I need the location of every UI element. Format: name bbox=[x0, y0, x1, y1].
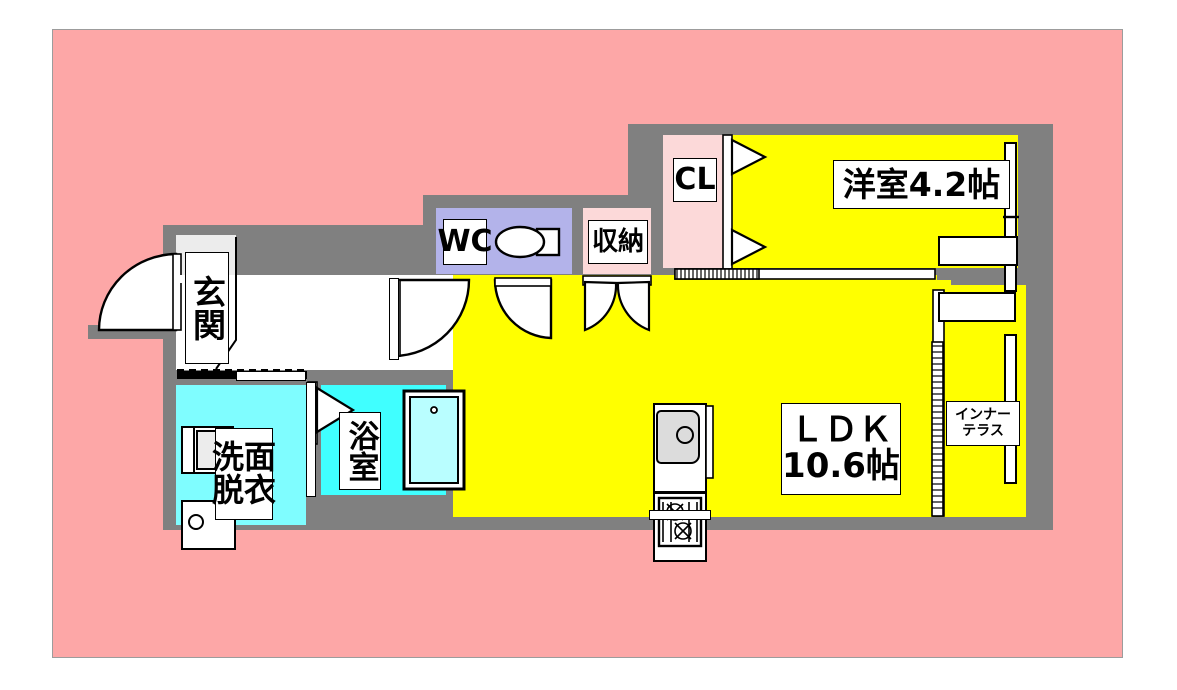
closet-doors[interactable] bbox=[722, 134, 768, 270]
kitchen-sink-icon bbox=[653, 403, 714, 493]
label-terrace-line1: インナー bbox=[955, 406, 1011, 423]
entrance-step-line bbox=[177, 369, 307, 371]
bedroom-window-east bbox=[1003, 142, 1019, 292]
hall-east-jamb bbox=[389, 278, 399, 360]
terrace-upper-opening bbox=[938, 292, 1016, 322]
label-entrance: 玄関 bbox=[185, 252, 229, 364]
toilet-icon bbox=[494, 225, 561, 259]
storage-doors[interactable] bbox=[581, 275, 653, 334]
washroom-door-panel bbox=[236, 371, 306, 381]
label-bathroom: 浴室 bbox=[339, 412, 381, 490]
label-bedroom: 洋室4.2帖 bbox=[833, 160, 1010, 209]
bathroom-door-jamb bbox=[306, 382, 316, 497]
stove-burner-icon bbox=[653, 492, 707, 562]
terrace-sliding-door[interactable] bbox=[929, 289, 947, 517]
label-storage: 収納 bbox=[588, 220, 648, 264]
bedroom-sliding-door[interactable] bbox=[674, 266, 936, 282]
label-washroom-line1: 洗面 bbox=[212, 438, 277, 477]
ldk-window-south bbox=[649, 510, 711, 520]
floor-plan-canvas: 玄関 洗面 脱衣 浴室 WC 収納 CL 洋室4.2帖 ＬＤＫ 10.6帖 イン… bbox=[52, 29, 1123, 658]
label-toilet: WC bbox=[437, 219, 493, 265]
bedroom-south-opening bbox=[938, 236, 1018, 266]
hall-to-ldk-door[interactable] bbox=[390, 278, 471, 360]
wc-door[interactable] bbox=[493, 277, 555, 342]
label-ldk-line2: 10.6帖 bbox=[782, 446, 900, 486]
label-ldk: ＬＤＫ 10.6帖 bbox=[781, 403, 901, 495]
entrance-door[interactable] bbox=[81, 252, 182, 334]
label-washroom: 洗面 脱衣 bbox=[212, 428, 277, 520]
label-washroom-line2: 脱衣 bbox=[212, 471, 277, 509]
bathtub-icon bbox=[402, 389, 466, 491]
label-ldk-line1: ＬＤＫ bbox=[790, 410, 892, 451]
label-terrace-line2: テラス bbox=[962, 422, 1004, 439]
label-inner-terrace: インナー テラス bbox=[946, 401, 1020, 446]
label-closet: CL bbox=[673, 158, 717, 202]
